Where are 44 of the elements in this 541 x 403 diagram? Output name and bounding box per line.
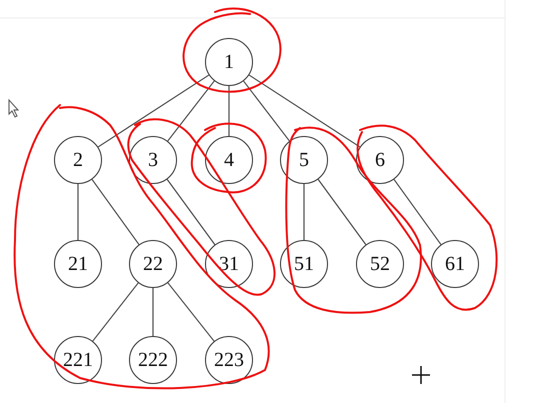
tree-edge (243, 80, 290, 142)
tree-node-circle (356, 240, 404, 288)
tree-node-circle (431, 240, 479, 288)
tree-edge (167, 80, 215, 142)
tree-node-circle (280, 136, 328, 184)
tree-edge (166, 179, 216, 245)
node-label: 5 (299, 148, 309, 172)
tree-node-circle (129, 336, 177, 384)
tree-edge (248, 74, 360, 148)
node-label: 21 (68, 252, 88, 276)
tree-node-circle (54, 240, 102, 288)
tree-node-circle (356, 136, 404, 184)
node-label: 1 (224, 50, 234, 74)
node-label: 223 (214, 348, 244, 372)
tree-node-circle (54, 136, 102, 184)
node-label: 61 (445, 252, 465, 276)
tree-node-circle (205, 38, 253, 86)
node-label: 22 (143, 252, 163, 276)
tree-node-circle (129, 240, 177, 288)
tree-node-circle (280, 240, 328, 288)
tree-edge (77, 184, 79, 240)
tree-edge (318, 179, 366, 245)
tree-node-circle (205, 136, 253, 184)
node-label: 6 (375, 148, 385, 172)
tree-edge (394, 179, 442, 245)
node-label: 2 (73, 148, 83, 172)
tree-edge (98, 74, 210, 148)
tree-node-circle (205, 336, 253, 384)
node-label: 31 (219, 252, 239, 276)
tree-node-circle (54, 336, 102, 384)
node-label: 51 (294, 252, 314, 276)
tree-node-circle (129, 136, 177, 184)
tree-edge (303, 184, 305, 240)
node-label: 222 (138, 348, 168, 372)
node-label: 3 (148, 148, 158, 172)
tree-edge (167, 282, 215, 342)
tree-edge (228, 86, 230, 136)
node-label: 52 (370, 252, 390, 276)
tree-node-circle (205, 240, 253, 288)
tree-edge (152, 288, 154, 336)
tree-edge (92, 282, 139, 342)
tree-edge (92, 179, 140, 245)
node-label: 4 (224, 148, 234, 172)
node-label: 221 (63, 348, 93, 372)
